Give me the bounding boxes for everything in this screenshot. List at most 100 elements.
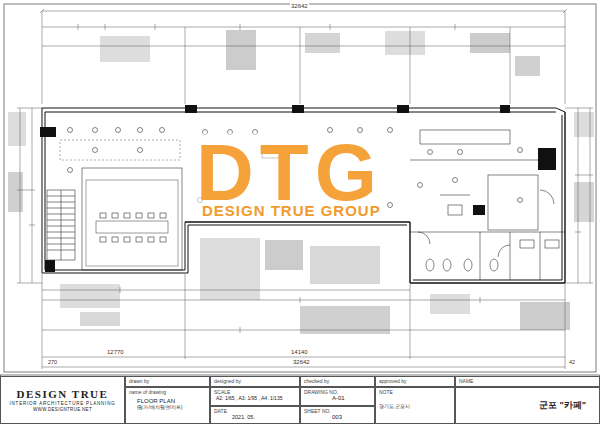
title-block-cell: name of drawingFLOOR PLAN(평가/배치평면/치트) <box>125 387 210 424</box>
interior <box>510 232 511 280</box>
interior <box>448 205 462 215</box>
walls <box>185 222 186 270</box>
walls <box>564 112 565 283</box>
walls <box>413 280 562 281</box>
blurred-area <box>100 36 150 62</box>
ceiling-light <box>138 148 143 153</box>
columns <box>292 105 304 113</box>
dimension-lines <box>410 284 411 359</box>
dimension-lines <box>17 9 593 369</box>
walls <box>562 115 563 280</box>
watermark: DTG <box>195 133 384 213</box>
dimension-lines <box>42 300 565 301</box>
dimension-lines <box>578 108 579 283</box>
interior <box>440 195 470 196</box>
ceiling-light <box>93 128 98 133</box>
dimension-lines <box>590 108 591 283</box>
title-block-cell: drawn by <box>125 376 210 387</box>
ceiling-light <box>518 198 523 203</box>
ceiling-light <box>458 150 463 155</box>
ceiling-light <box>328 128 333 133</box>
cell-heading: NOTE <box>379 389 393 395</box>
dimension-value: 32642 <box>292 359 311 366</box>
dimension-lines <box>575 232 581 233</box>
cell-heading: drawn by <box>129 378 149 384</box>
blurred-area <box>80 312 120 326</box>
columns <box>500 105 510 113</box>
interior <box>124 237 130 242</box>
cell-value: A-01 <box>332 395 345 402</box>
blurred-area <box>574 182 594 222</box>
interior <box>148 213 154 218</box>
interior <box>136 213 142 218</box>
dimension-lines <box>42 357 565 358</box>
blurred-area <box>305 33 340 53</box>
ceiling-light <box>138 128 143 133</box>
cell-value: (평가/배치평면/치트) <box>137 405 183 410</box>
interior <box>100 237 106 242</box>
dimension-lines <box>42 46 565 47</box>
dimension-lines <box>17 108 42 109</box>
blurred-area <box>8 172 23 212</box>
walls <box>556 108 565 112</box>
dimension-lines <box>20 108 21 283</box>
walls <box>185 221 410 223</box>
blurred-area <box>8 30 594 334</box>
title-block-cell: checked by <box>300 376 375 387</box>
cell-heading: SHEET NO. <box>304 408 331 414</box>
watermark: DESIGN TRUE GROUP <box>201 203 382 220</box>
dimension-lines <box>240 24 241 30</box>
walls <box>42 108 565 283</box>
ceiling-light <box>518 148 523 153</box>
interior <box>464 259 472 271</box>
interior <box>82 168 182 270</box>
interior <box>100 213 106 218</box>
interior <box>540 232 541 280</box>
dimension-lines <box>42 290 410 291</box>
dimension-value: 270 <box>47 359 58 365</box>
interior <box>443 259 451 271</box>
interior <box>540 190 554 204</box>
cell-heading: designed by <box>214 378 241 384</box>
dimension-lines <box>120 287 121 293</box>
columns <box>185 105 197 113</box>
columns <box>473 205 485 215</box>
cell-value: A2: 1/65 , A3: 1/95 , A4: 1/135 <box>216 395 282 401</box>
ceiling-light <box>116 128 121 133</box>
ceiling-light <box>388 203 393 208</box>
interior <box>410 232 565 233</box>
dimension-lines <box>480 297 481 303</box>
title-block-cell: SCALEA2: 1/65 , A3: 1/95 , A4: 1/135 <box>210 387 300 406</box>
dimension-value: 12770 <box>106 349 125 356</box>
dimension-lines <box>565 108 593 109</box>
interior <box>47 190 75 260</box>
title-block-cell: designed by <box>210 376 300 387</box>
dimension-value: 42 <box>568 359 576 365</box>
interior <box>160 237 166 242</box>
title-block-cell: 군포 "카페" <box>455 387 600 424</box>
dimension-lines <box>300 27 301 104</box>
columns <box>40 127 56 137</box>
blurred-area <box>226 30 256 70</box>
logo-cell: DESIGN TRUEINTERIOR ARCHITECTURE PLANNIN… <box>0 376 125 424</box>
interior <box>112 213 118 218</box>
interior <box>86 180 178 266</box>
cell-heading: DESIGN TRUE <box>17 388 109 401</box>
walls <box>42 273 188 274</box>
dimension-lines <box>17 190 35 191</box>
interior <box>480 232 481 280</box>
interior <box>160 213 166 218</box>
blurred-area <box>515 56 540 76</box>
title-block-cell: DATE2021. 05. <box>210 406 300 424</box>
blurred-area <box>310 246 380 284</box>
cell-value: 003 <box>332 414 342 421</box>
dimension-lines <box>185 27 186 104</box>
title-block-cell: DRAWING NO.A-01 <box>300 387 375 406</box>
cell-value: 경기도 군포시 <box>379 403 410 409</box>
blurred-area <box>265 240 303 270</box>
dimension-lines <box>42 27 565 28</box>
dimension-lines <box>565 11 566 104</box>
blurred-area <box>430 294 470 314</box>
interior <box>124 213 130 218</box>
dimension-lines <box>42 274 43 369</box>
